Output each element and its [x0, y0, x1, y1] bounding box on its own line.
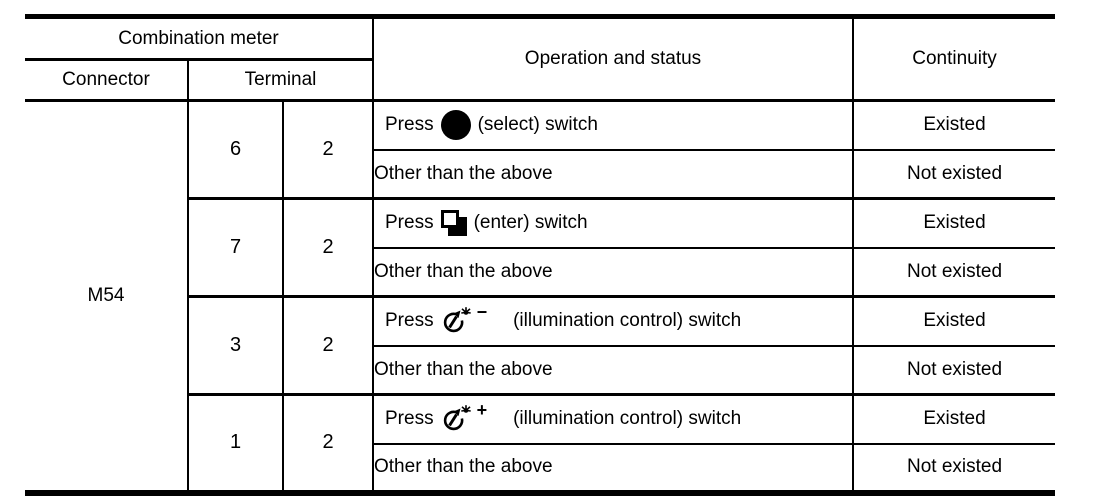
terminal-cell: 2	[282, 197, 374, 298]
operation-cell: Press	[372, 295, 854, 347]
plus-sign: +	[476, 399, 488, 420]
terminal-cell: 3	[187, 295, 284, 396]
continuity-cell: Not existed	[852, 344, 1055, 396]
operation-cell: Press (enter) switch	[372, 197, 854, 249]
operation-line: Press	[374, 400, 852, 434]
continuity-cell: Existed	[852, 295, 1055, 347]
header-operation-and-status: Operation and status	[372, 15, 854, 102]
continuity-cell: Existed	[852, 393, 1055, 445]
operation-cell: Press (select) switch	[372, 99, 854, 151]
connector-cell: M54	[25, 99, 189, 494]
table-row: 3 2 Press	[25, 295, 1055, 396]
operation-cell: Other than the above	[372, 148, 854, 200]
enter-icon-front-square	[440, 210, 459, 229]
minus-sign: −	[476, 301, 488, 322]
operation-prefix: Press	[385, 114, 434, 136]
operation-suffix: (select) switch	[477, 114, 598, 136]
illumination-control-minus-icon	[443, 307, 471, 333]
terminal-cell: 1	[187, 393, 284, 494]
operation-suffix: (enter) switch	[473, 212, 588, 234]
operation-cell: Other than the above	[372, 344, 854, 396]
operation-prefix: Press	[385, 212, 434, 234]
operation-cell: Other than the above	[372, 246, 854, 298]
table-row: Other than the above Not existed	[25, 442, 1055, 494]
header-continuity: Continuity	[852, 15, 1055, 102]
header-row-2: Connector Terminal	[25, 58, 1055, 102]
enter-switch-icon	[440, 210, 467, 237]
operation-line: Press	[374, 302, 852, 336]
terminal-cell: 2	[282, 393, 374, 494]
table-row: Other than the above Not existed	[25, 344, 1055, 396]
header-row-1: Combination meter Operation and status C…	[25, 15, 1055, 102]
operation-cell: Other than the above	[372, 442, 854, 494]
terminal-cell: 2	[282, 295, 374, 396]
continuity-cell: Not existed	[852, 246, 1055, 298]
header-combination-meter: Combination meter	[25, 15, 374, 61]
terminal-cell: 2	[282, 99, 374, 200]
table-row: M54 6 2 Press (select) switch Existed	[25, 99, 1055, 494]
terminal-cell: 7	[187, 197, 284, 298]
operation-suffix: (illumination control) switch	[513, 310, 742, 332]
operation-prefix: Press	[385, 408, 434, 430]
continuity-check-table: Combination meter Operation and status C…	[25, 14, 1055, 496]
continuity-cell: Existed	[852, 99, 1055, 151]
table-row: Other than the above Not existed	[25, 148, 1055, 200]
table-row: Other than the above Not existed	[25, 246, 1055, 298]
terminal-cell: 6	[187, 99, 284, 200]
operation-suffix: (illumination control) switch	[513, 408, 742, 430]
continuity-cell: Not existed	[852, 442, 1055, 494]
operation-prefix: Press	[385, 310, 434, 332]
continuity-check-table-wrap: Combination meter Operation and status C…	[25, 14, 1055, 496]
table-row: 1 2 Press	[25, 393, 1055, 494]
illumination-control-plus-icon	[443, 405, 471, 431]
header-terminal: Terminal	[187, 58, 374, 102]
operation-line: Press (select) switch	[374, 110, 852, 141]
operation-line: Press (enter) switch	[374, 210, 852, 237]
operation-cell: Press	[372, 393, 854, 445]
continuity-cell: Not existed	[852, 148, 1055, 200]
select-switch-icon	[440, 110, 471, 141]
table-row: 7 2 Press (enter) switch Existed	[25, 197, 1055, 298]
continuity-cell: Existed	[852, 197, 1055, 249]
header-connector: Connector	[25, 58, 189, 102]
